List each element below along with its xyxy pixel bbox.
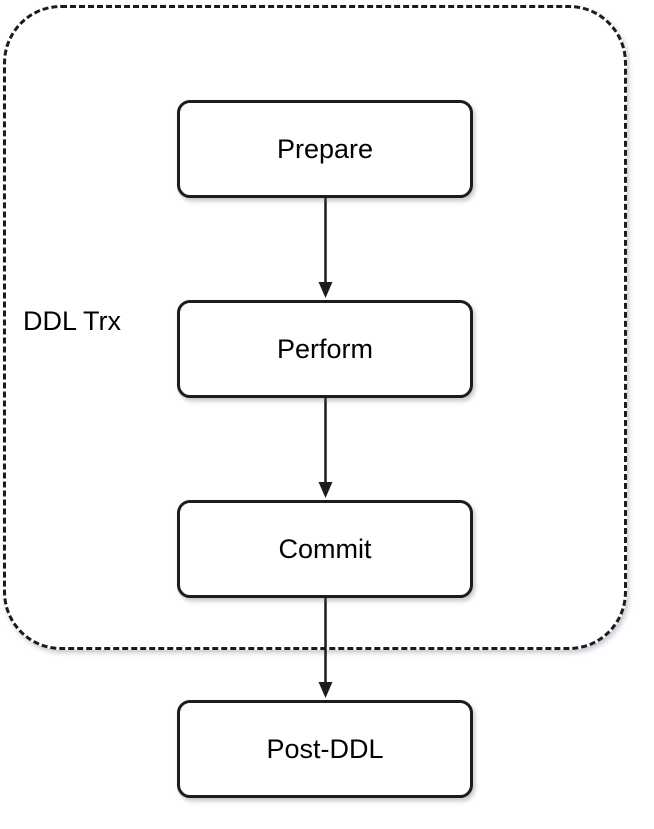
node-prepare: Prepare — [177, 100, 473, 198]
ddl-trx-dashed-container — [3, 5, 627, 650]
node-commit: Commit — [177, 500, 473, 598]
node-post-ddl: Post-DDL — [177, 700, 473, 798]
node-perform: Perform — [177, 300, 473, 398]
ddl-trx-container-label: DDL Trx — [23, 306, 122, 336]
